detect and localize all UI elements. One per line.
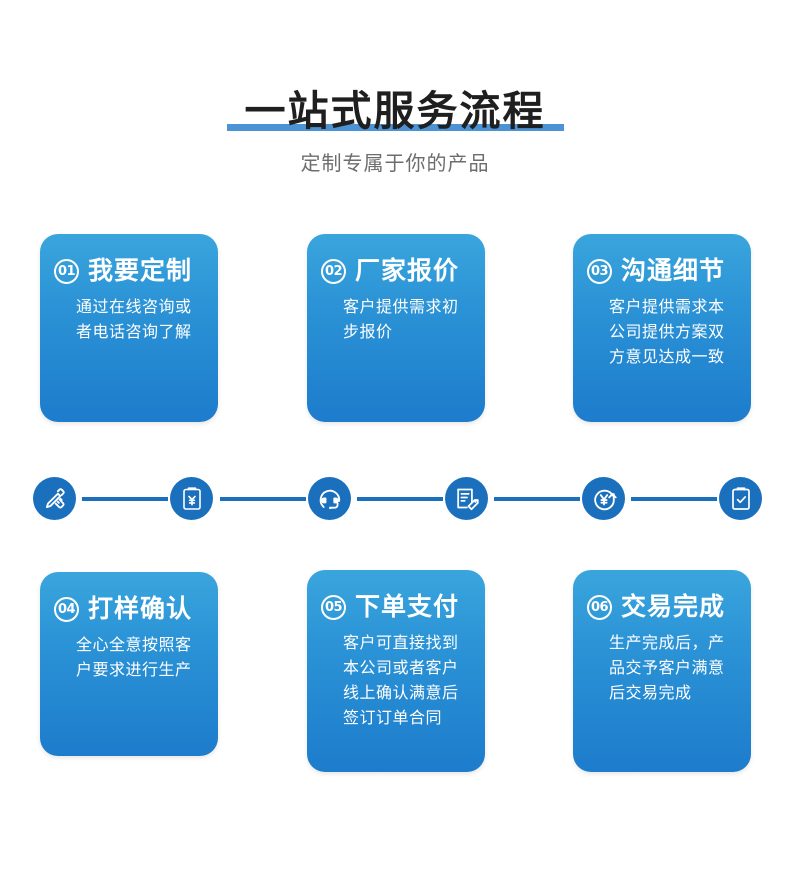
card-header: 02 厂家报价 <box>321 256 471 286</box>
title-underline-bar <box>226 124 564 131</box>
card-header: 04 打样确认 <box>54 594 204 624</box>
step-connector-line <box>220 497 306 501</box>
clipboard-yuan-icon <box>180 486 204 512</box>
step-card-02[interactable]: 02 厂家报价 客户提供需求初步报价 <box>307 234 485 422</box>
step-card-05[interactable]: 05 下单支付 客户可直接找到本公司或者客户线上确认满意后签订订单合同 <box>307 570 485 772</box>
page-header: 一站式服务流程 定制专属于你的产品 <box>0 0 790 175</box>
card-title: 我要定制 <box>88 256 193 285</box>
step-card-01[interactable]: 01 我要定制 通过在线咨询或者电话咨询了解 <box>40 234 218 422</box>
clipboard-check-icon <box>729 486 753 512</box>
step-icon-strip <box>0 477 790 521</box>
card-description: 客户提供需求本公司提供方案双方意见达成一致 <box>609 297 725 366</box>
step-icon-6[interactable] <box>719 477 762 520</box>
step-icon-4[interactable] <box>445 477 488 520</box>
card-description: 全心全意按照客户要求进行生产 <box>76 635 192 679</box>
pen-ruler-icon <box>42 486 68 512</box>
step-card-03[interactable]: 03 沟通细节 客户提供需求本公司提供方案双方意见达成一致 <box>573 234 751 422</box>
card-title: 下单支付 <box>355 592 460 621</box>
page-subtitle: 定制专属于你的产品 <box>300 151 490 175</box>
step-number-badge: 02 <box>321 258 346 284</box>
title-block: 一站式服务流程 <box>226 87 564 135</box>
card-description: 生产完成后，产品交予客户满意后交易完成 <box>609 633 725 702</box>
step-icon-3[interactable] <box>308 477 351 520</box>
document-tag-icon <box>454 486 479 511</box>
step-connector-line <box>82 497 168 501</box>
step-icon-1[interactable] <box>33 477 76 520</box>
step-icon-5[interactable] <box>582 477 625 520</box>
card-header: 01 我要定制 <box>54 256 204 286</box>
headset-icon <box>317 486 343 512</box>
card-title: 打样确认 <box>88 594 193 623</box>
step-connector-line <box>631 497 717 501</box>
card-header: 03 沟通细节 <box>587 256 737 286</box>
step-card-06[interactable]: 06 交易完成 生产完成后，产品交予客户满意后交易完成 <box>573 570 751 772</box>
step-number-badge: 06 <box>587 594 612 620</box>
yuan-circle-icon <box>591 486 617 512</box>
step-number-badge: 01 <box>54 258 79 284</box>
card-header: 06 交易完成 <box>587 592 737 622</box>
step-card-04[interactable]: 04 打样确认 全心全意按照客户要求进行生产 <box>40 572 218 756</box>
card-title: 交易完成 <box>621 592 726 621</box>
card-description: 通过在线咨询或者电话咨询了解 <box>76 297 192 341</box>
step-connector-line <box>494 497 580 501</box>
page-title: 一站式服务流程 <box>244 87 546 135</box>
card-description: 客户可直接找到本公司或者客户线上确认满意后签订订单合同 <box>343 633 459 727</box>
step-icon-2[interactable] <box>170 477 213 520</box>
card-title: 沟通细节 <box>621 256 726 285</box>
step-number-badge: 05 <box>321 594 346 620</box>
step-connector-line <box>357 497 443 501</box>
step-number-badge: 04 <box>54 596 79 622</box>
card-title: 厂家报价 <box>355 256 460 285</box>
card-header: 05 下单支付 <box>321 592 471 622</box>
card-description: 客户提供需求初步报价 <box>343 297 459 341</box>
step-number-badge: 03 <box>587 258 612 284</box>
